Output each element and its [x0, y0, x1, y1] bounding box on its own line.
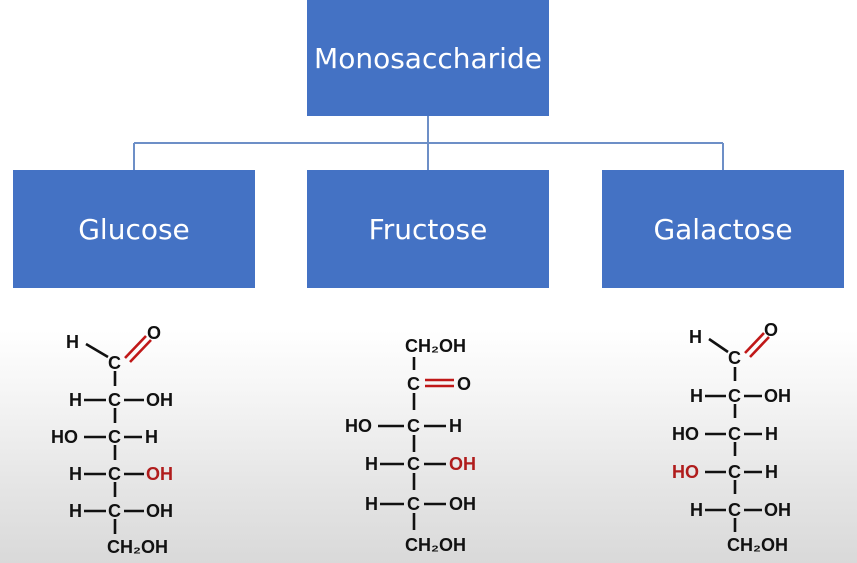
fructose-row1-c: C	[407, 416, 420, 436]
galactose-row1-c: C	[728, 386, 741, 406]
glucose-double-bond-1	[124, 335, 147, 359]
fructose-bottom: CH₂OH	[405, 535, 466, 555]
glucose-row2-right: H	[145, 427, 158, 447]
glucose-row2-left: HO	[51, 427, 78, 447]
galactose-row4-right: OH	[764, 500, 791, 520]
galactose-aldehyde-c: C	[728, 348, 741, 368]
glucose-row1-left: H	[69, 390, 82, 410]
glucose-double-bond-2	[129, 339, 152, 363]
galactose-row4-c: C	[728, 500, 741, 520]
galactose-row2-c: C	[728, 424, 741, 444]
fructose-keto-c: C	[407, 374, 420, 394]
glucose-row1-c: C	[108, 390, 121, 410]
monosaccharide-box: Monosaccharide	[307, 0, 549, 116]
fructose-label: Fructose	[368, 212, 488, 246]
galactose-row3-c: C	[728, 462, 741, 482]
galactose-row2-right: H	[765, 424, 778, 444]
glucose-row1-right: OH	[146, 390, 173, 410]
galactose-row4-left: H	[690, 500, 703, 520]
glucose-label: Glucose	[78, 212, 190, 246]
glucose-aldehyde-o: O	[147, 323, 161, 343]
fructose-row1-right: H	[449, 416, 462, 436]
glucose-row4-c: C	[108, 501, 121, 521]
galactose-row1-right: OH	[764, 386, 791, 406]
glucose-h-bond	[85, 342, 109, 359]
fructose-box: Fructose	[307, 170, 549, 288]
fructose-row3-right: OH	[449, 494, 476, 514]
galactose-row3-right: H	[765, 462, 778, 482]
galactose-row2-left: HO	[672, 424, 699, 444]
galactose-box: Galactose	[602, 170, 844, 288]
fructose-row2-c: C	[407, 454, 420, 474]
galactose-aldehyde-o: O	[764, 320, 778, 340]
galactose-label: Galactose	[653, 212, 793, 246]
glucose-row4-left: H	[69, 501, 82, 521]
glucose-aldehyde-h: H	[66, 332, 79, 352]
glucose-bottom: CH₂OH	[107, 537, 168, 557]
fructose-top: CH₂OH	[405, 336, 466, 356]
glucose-row2-c: C	[108, 427, 121, 447]
galactose-row3-left: HO	[672, 462, 699, 482]
glucose-box: Glucose	[13, 170, 255, 288]
fructose-row2-left: H	[365, 454, 378, 474]
glucose-row3-right: OH	[146, 464, 173, 484]
fructose-keto-o: O	[457, 374, 471, 394]
galactose-double-bond-2	[749, 336, 770, 358]
glucose-row3-left: H	[69, 464, 82, 484]
galactose-row1-left: H	[690, 386, 703, 406]
glucose-aldehyde-c: C	[108, 353, 121, 373]
fructose-row3-left: H	[365, 494, 378, 514]
monosaccharide-label: Monosaccharide	[314, 41, 542, 75]
galactose-aldehyde-h: H	[689, 327, 702, 347]
fructose-row2-right: OH	[449, 454, 476, 474]
fructose-row1-left: HO	[345, 416, 372, 436]
glucose-row3-c: C	[108, 464, 121, 484]
fructose-row3-c: C	[407, 494, 420, 514]
glucose-row4-right: OH	[146, 501, 173, 521]
galactose-double-bond-1	[744, 332, 765, 354]
galactose-bottom: CH₂OH	[727, 535, 788, 555]
galactose-h-bond	[708, 337, 729, 354]
